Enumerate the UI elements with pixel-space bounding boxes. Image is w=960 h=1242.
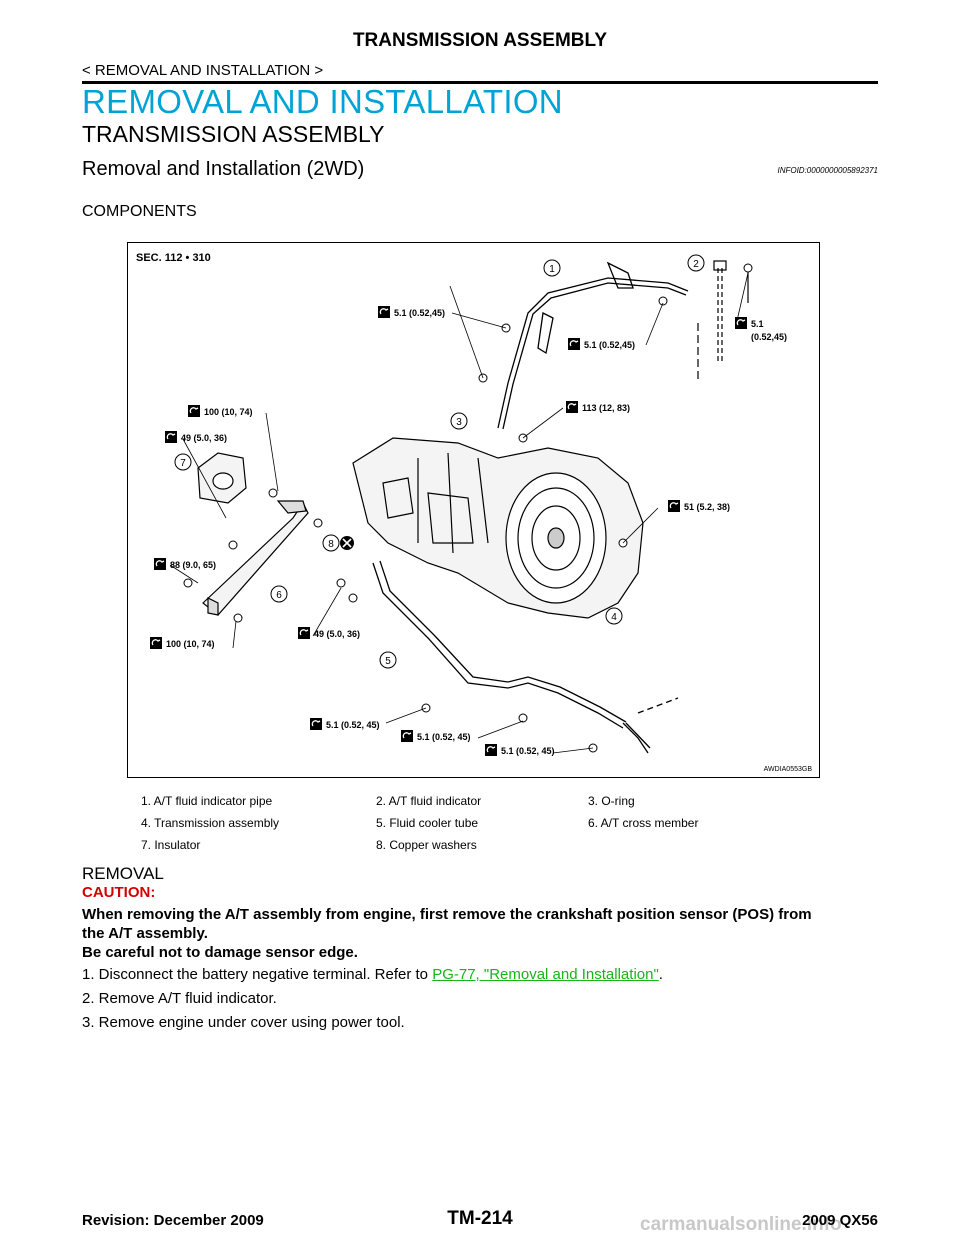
torque-label-14: 5.1 (0.52, 45) [501, 746, 555, 756]
components-illustration: SEC. 112 • 310 [136, 252, 813, 773]
torque-label-3: 5.1 [751, 319, 764, 329]
torque-labels: 5.1 (0.52,45) 5.1 (0.52,45) 5.1 (0.52,45… [149, 305, 787, 757]
step-3: 3. Remove engine under cover using power… [82, 1014, 405, 1031]
torque-label-10: 49 (5.0, 36) [314, 629, 360, 639]
legend-item-2: 2. A/T fluid indicator [376, 794, 482, 808]
callout-3: 3 [456, 417, 462, 428]
components-heading: COMPONENTS [82, 203, 197, 220]
callout-7: 7 [180, 458, 186, 469]
callout-5: 5 [385, 656, 391, 667]
page-number: TM-214 [447, 1208, 513, 1229]
callout-8: 8 [328, 539, 334, 550]
info-id: INFOID:0000000005892371 [777, 166, 878, 175]
revision-date: Revision: December 2009 [82, 1212, 264, 1229]
legend-item-4: 4. Transmission assembly [141, 816, 280, 830]
step-1-text: 1. Disconnect the battery negative termi… [82, 966, 433, 983]
legend-item-7: 7. Insulator [141, 838, 201, 852]
torque-label-1: 5.1 (0.52,45) [394, 308, 445, 318]
callouts: 1 2 3 4 5 6 7 8 [174, 254, 705, 669]
fluid-indicator-pipe-drawing [497, 261, 689, 430]
figure-id: AWDIA0553GB [764, 766, 813, 773]
callout-1: 1 [549, 264, 555, 275]
legend-item-1: 1. A/T fluid indicator pipe [141, 794, 273, 808]
torque-label-8: 51 (5.2, 38) [684, 502, 730, 512]
legend-item-6: 6. A/T cross member [588, 816, 699, 830]
step-1-suffix: . [658, 966, 663, 983]
leader-lines [169, 272, 749, 754]
torque-label-11: 100 (10, 74) [166, 639, 215, 649]
caution-line-3: Be careful not to damage sensor edge. [82, 944, 358, 961]
cross-member-drawing [202, 500, 309, 616]
components-diagram: SEC. 112 • 310 [127, 242, 820, 778]
torque-label-2: 5.1 (0.52,45) [584, 340, 635, 350]
transmission-drawing [352, 437, 644, 619]
step-1: 1. Disconnect the battery negative termi… [82, 966, 663, 983]
model-year: 2009 QX56 [802, 1212, 878, 1229]
page-header-title: TRANSMISSION ASSEMBLY [352, 30, 608, 51]
removal-heading: REMOVAL [82, 864, 164, 883]
torque-label-9: 88 (9.0, 65) [170, 560, 216, 570]
torque-label-6: 100 (10, 74) [204, 407, 253, 417]
torque-label-7: 49 (5.0, 36) [181, 433, 227, 443]
legend-item-8: 8. Copper washers [376, 838, 477, 852]
torque-label-5: 113 (12, 83) [582, 403, 630, 413]
watermark: carmanualsonline.info [640, 1214, 842, 1235]
fluid-cooler-tube-drawing [372, 560, 679, 754]
section-title: REMOVAL AND INSTALLATION [82, 83, 563, 120]
callout-4: 4 [611, 612, 617, 623]
legend-item-5: 5. Fluid cooler tube [376, 816, 479, 830]
callout-6: 6 [276, 590, 282, 601]
step-2: 2. Remove A/T fluid indicator. [82, 990, 277, 1007]
breadcrumb: < REMOVAL AND INSTALLATION > [82, 62, 324, 79]
legend-item-3: 3. O-ring [588, 794, 635, 808]
callout-2: 2 [693, 259, 699, 270]
pg-77-link[interactable]: PG-77, "Removal and Installation" [432, 966, 659, 983]
topic-title: Removal and Installation (2WD) [82, 158, 365, 180]
caution-label: CAUTION: [82, 884, 156, 901]
caution-line-1: When removing the A/T assembly from engi… [82, 906, 812, 923]
non-reusable-icon [340, 536, 354, 550]
subsection-title: TRANSMISSION ASSEMBLY [82, 121, 385, 147]
torque-label-4: (0.52,45) [751, 332, 787, 342]
section-ref: SEC. 112 • 310 [136, 252, 211, 264]
header-divider [82, 81, 878, 84]
caution-line-2: the A/T assembly. [82, 925, 208, 942]
insulator-drawing [197, 452, 247, 504]
torque-label-12: 5.1 (0.52, 45) [326, 720, 380, 730]
torque-label-13: 5.1 (0.52, 45) [417, 732, 471, 742]
